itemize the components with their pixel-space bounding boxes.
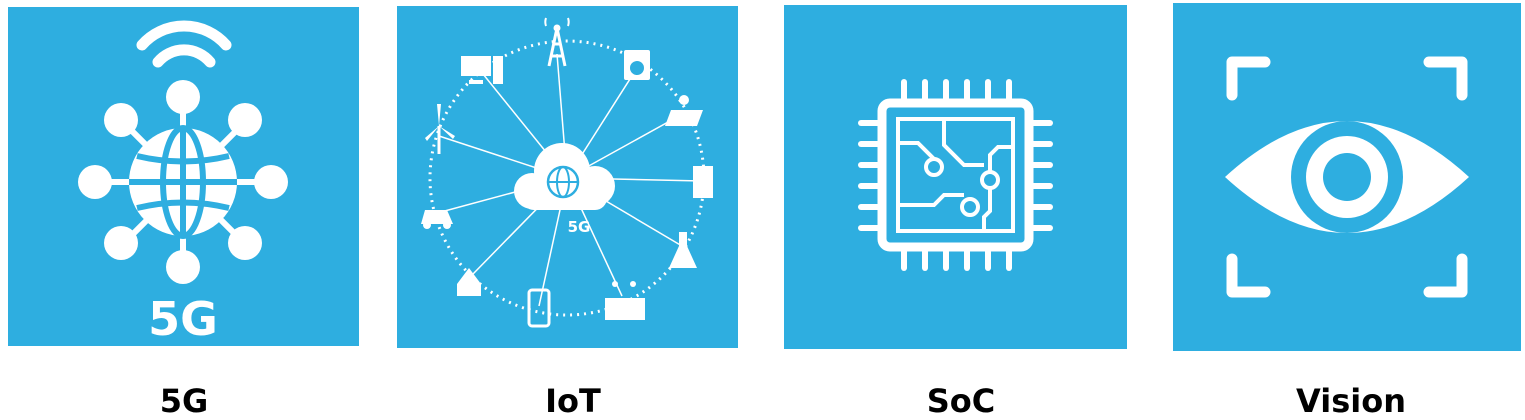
- caption-iot: IoT: [545, 382, 601, 420]
- eye-scan-icon: [1225, 56, 1469, 298]
- tile-5g: 5G: [8, 7, 359, 346]
- tile-iot: 5G: [397, 6, 738, 348]
- microchip-icon: [858, 79, 1053, 271]
- caption-5g: 5G: [159, 382, 209, 420]
- iot-cloud-network-icon: 5G: [421, 17, 713, 328]
- caption-vision: Vision: [1296, 382, 1406, 420]
- tile-vision: [1173, 3, 1521, 351]
- 5g-network-icon: 5G: [78, 20, 288, 346]
- 5g-icon-text: 5G: [148, 292, 218, 346]
- caption-soc: SoC: [926, 382, 996, 420]
- iot-5g-text: 5G: [568, 218, 591, 236]
- tile-soc: [784, 5, 1127, 349]
